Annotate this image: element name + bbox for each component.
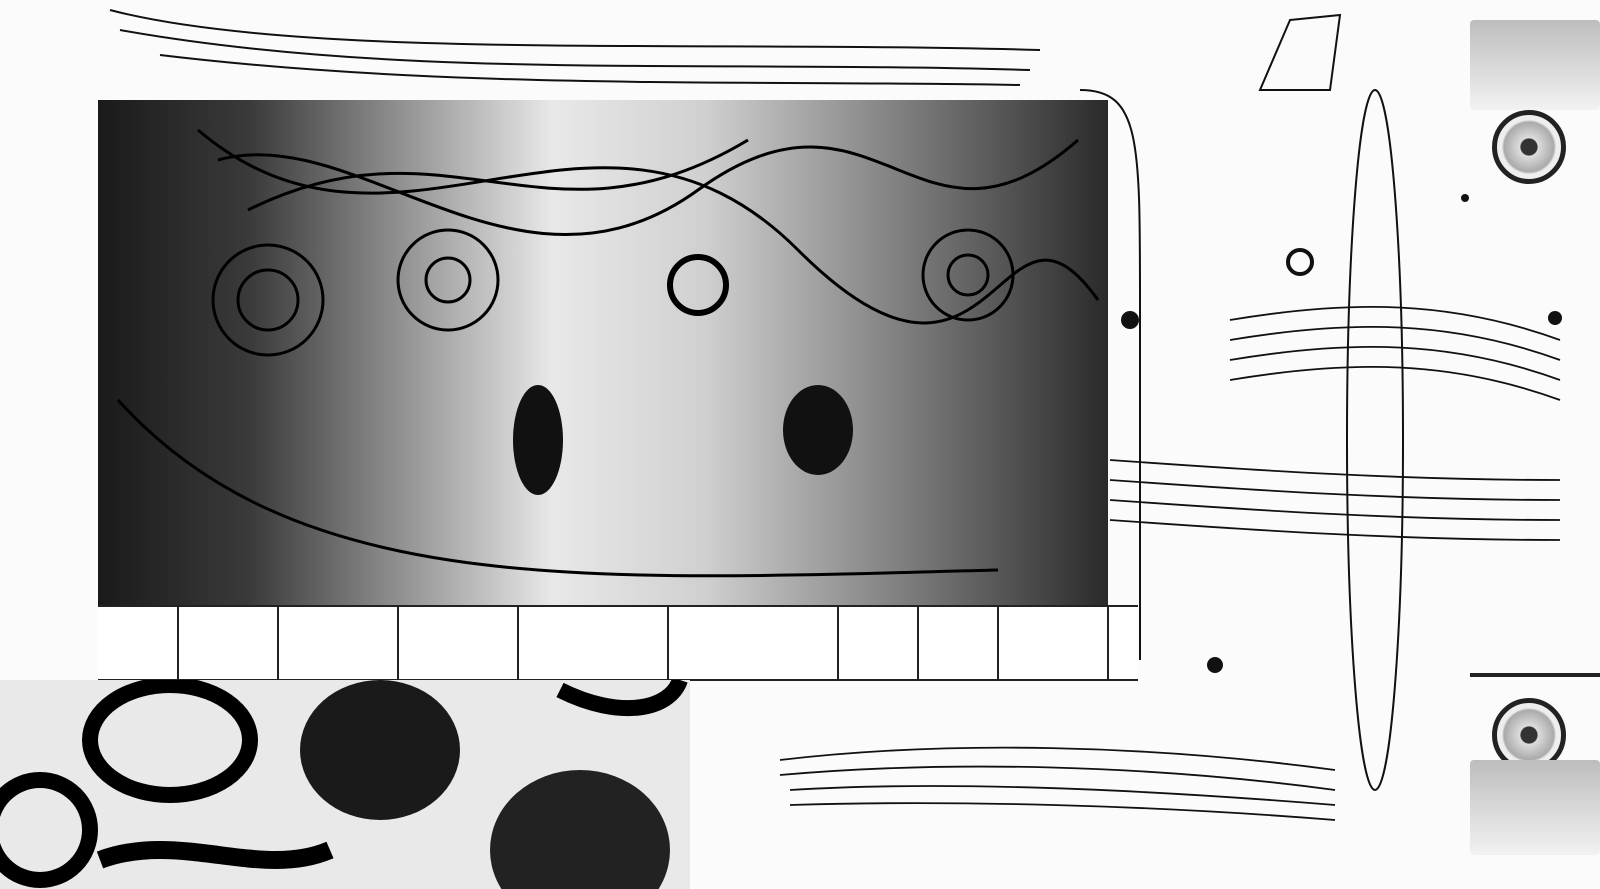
blob-shapes [0, 680, 688, 889]
blob-panel [0, 680, 690, 889]
speaker-circle-top [1492, 110, 1566, 184]
right-thumbnail-top [1470, 20, 1600, 110]
divider-bar [1470, 673, 1600, 677]
central-photo-panel [98, 100, 1108, 605]
grid-lines [177, 607, 1109, 679]
scribble-overlay [116, 128, 1100, 578]
right-thumbnail-bottom [1470, 760, 1600, 855]
